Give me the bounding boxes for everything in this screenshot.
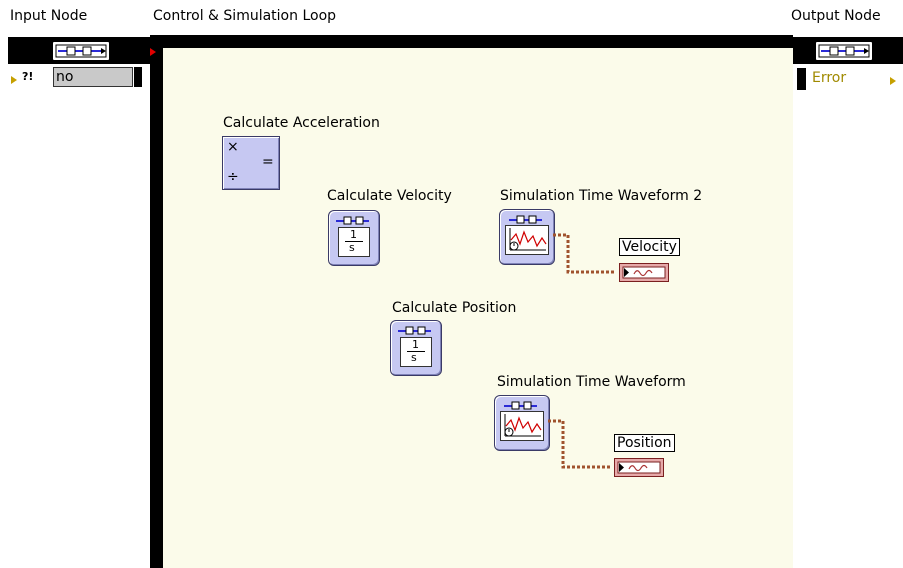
input-node-label: Input Node [10,8,88,24]
wire-waveform2-to-velocity [553,233,616,274]
equals-icon: = [262,154,274,170]
chart-preview-icon [505,225,549,255]
terminal-arrow-icon [10,72,18,84]
waveform-header-icon [503,399,539,410]
chart-preview-icon [500,411,544,441]
waveform-indicator-icon [617,461,661,474]
multiply-icon: × [227,139,239,155]
divide-icon: ÷ [227,169,239,185]
position-indicator-label: Position [614,434,675,452]
velocity-label: Calculate Velocity [327,188,452,204]
fraction-display: 1 s [338,227,370,257]
velocity-waveform-indicator[interactable] [619,263,669,282]
integrator-header-icon [335,214,371,225]
waveform-header-icon [508,213,544,224]
fraction-display: 1 s [400,337,432,367]
calculate-velocity-integrator[interactable]: 1 s [328,210,380,266]
position-label: Calculate Position [392,300,517,316]
input-value-field[interactable]: no [53,67,133,87]
output-value: Error [812,70,847,86]
terminal-arrow-icon [889,73,897,85]
calculate-position-integrator[interactable]: 1 s [390,320,442,376]
position-waveform-indicator[interactable] [614,458,664,477]
integrator-header-icon [397,324,433,335]
node-header-icon [52,41,110,61]
loop-label: Control & Simulation Loop [153,8,337,24]
loop-input-terminal-icon [150,44,156,56]
simulation-loop-diagram[interactable] [163,48,793,568]
waveform2-label: Simulation Time Waveform 2 [500,188,703,204]
velocity-indicator-label: Velocity [619,238,680,256]
waveform-label: Simulation Time Waveform [497,374,686,390]
simulation-time-waveform-2-block[interactable] [499,209,555,265]
calculate-acceleration-block[interactable]: × ÷ = [222,136,280,190]
input-type-glyph: ?! [22,70,34,83]
wire-waveform-to-position [548,419,611,469]
acceleration-label: Calculate Acceleration [223,115,380,131]
output-node-label: Output Node [791,8,881,24]
waveform-indicator-icon [622,266,666,279]
node-header-icon [815,41,873,61]
simulation-time-waveform-block[interactable] [494,395,550,451]
